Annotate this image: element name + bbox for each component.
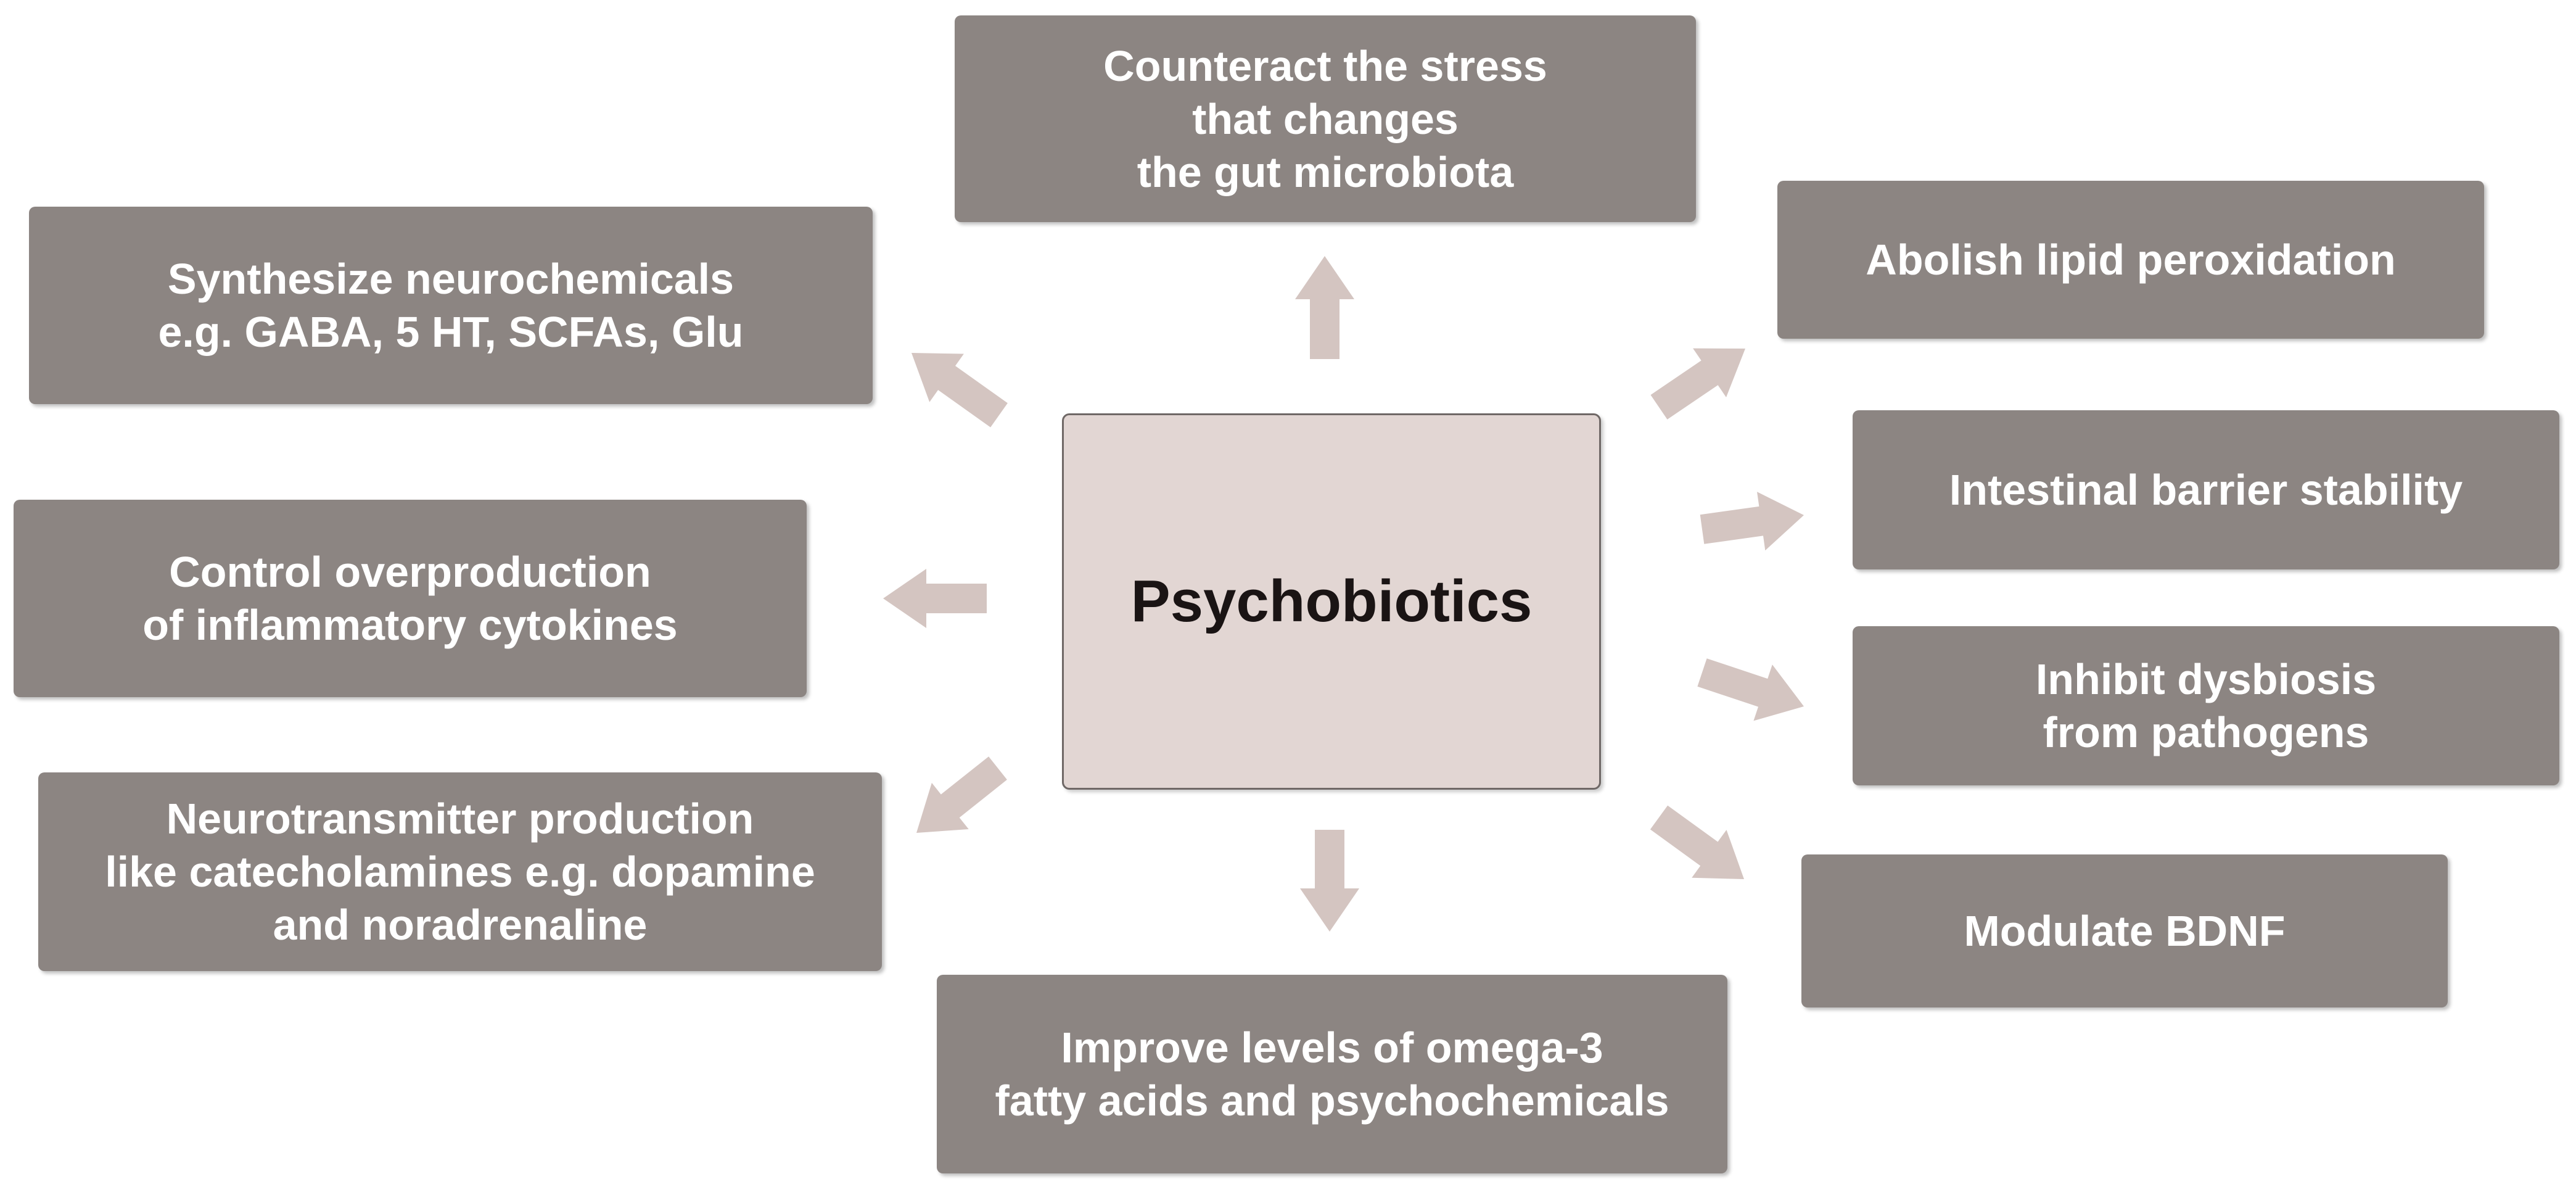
effect-label-dysbiosis: Inhibit dysbiosis from pathogens — [2035, 655, 2377, 756]
arrow-to-bdnf — [1650, 805, 1744, 879]
effect-box-bdnf: Modulate BDNF — [1801, 854, 2448, 1007]
effect-label-lipid: Abolish lipid peroxidation — [1866, 236, 2396, 284]
effect-box-omega3: Improve levels of omega-3 fatty acids an… — [937, 975, 1727, 1173]
effect-box-dysbiosis: Inhibit dysbiosis from pathogens — [1853, 626, 2559, 785]
arrow-to-dysbiosis — [1697, 658, 1804, 721]
effect-box-barrier: Intestinal barrier stability — [1853, 410, 2559, 569]
arrow-to-lipid — [1650, 348, 1745, 420]
arrow-to-neurotransmitter — [916, 756, 1007, 833]
center-label: Psychobiotics — [1130, 568, 1533, 634]
arrow-to-barrier — [1700, 492, 1804, 551]
effect-box-neurochemicals: Synthesize neurochemicals e.g. GABA, 5 H… — [29, 207, 873, 404]
center-node-psychobiotics: Psychobiotics — [1062, 413, 1601, 790]
arrow-to-stress — [1295, 256, 1354, 359]
effect-label-barrier: Intestinal barrier stability — [1949, 466, 2463, 514]
effect-box-cytokines: Control overproduction of inflammatory c… — [14, 500, 807, 697]
effect-label-neurochemicals: Synthesize neurochemicals e.g. GABA, 5 H… — [158, 255, 744, 356]
arrow-to-cytokines — [883, 569, 987, 628]
effect-label-stress: Counteract the stress that changes the g… — [1103, 41, 1547, 196]
arrow-to-neurochemicals — [911, 353, 1008, 428]
effect-label-bdnf: Modulate BDNF — [1964, 907, 2286, 955]
effect-label-cytokines: Control overproduction of inflammatory c… — [142, 548, 678, 649]
effect-box-lipid: Abolish lipid peroxidation — [1777, 181, 2484, 339]
effect-label-omega3: Improve levels of omega-3 fatty acids an… — [995, 1024, 1669, 1125]
effect-box-stress: Counteract the stress that changes the g… — [955, 15, 1696, 222]
effect-box-neurotransmitter: Neurotransmitter production like catecho… — [38, 772, 882, 971]
arrow-to-omega3 — [1300, 830, 1359, 932]
effect-label-neurotransmitter: Neurotransmitter production like catecho… — [105, 795, 815, 949]
